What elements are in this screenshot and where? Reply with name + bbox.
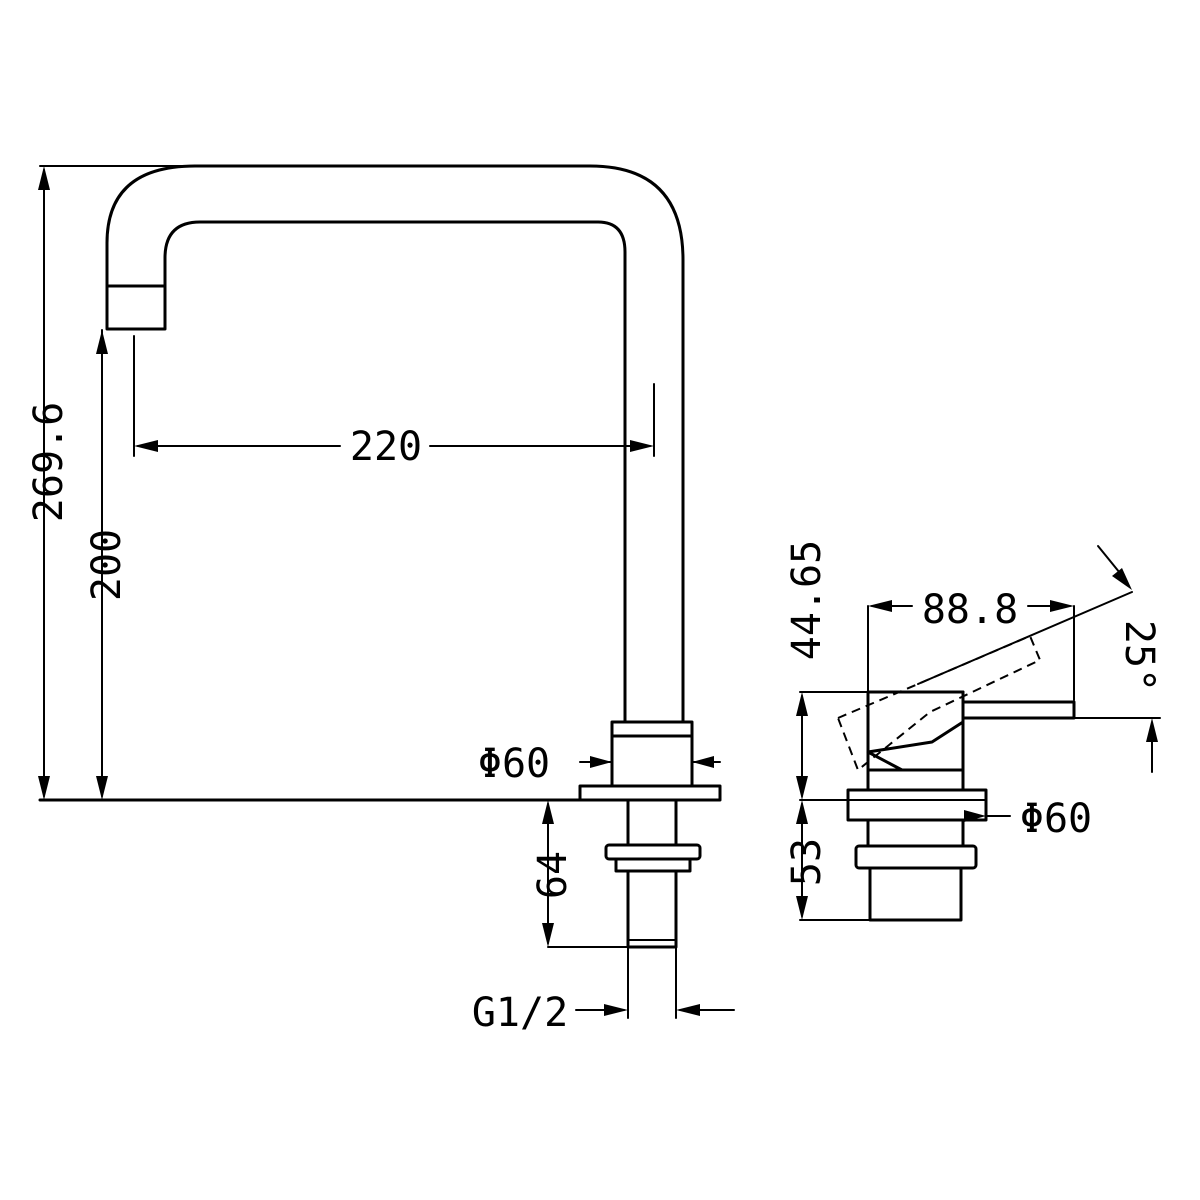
body-upper (610, 734, 694, 788)
dimension-base-diameter-front: Φ60 (478, 741, 721, 787)
mounting-nut (604, 843, 702, 861)
base-plate (578, 784, 722, 802)
lower-shank (626, 869, 678, 949)
front-view (38, 164, 722, 949)
base-diameter-side-label: Φ60 (1020, 796, 1092, 842)
side-base-collar (866, 768, 965, 792)
spout-aerator (105, 284, 167, 331)
shank-length-label: 64 (530, 851, 576, 899)
side-shank-length-label: 53 (784, 838, 830, 886)
spout-inner-outline (163, 220, 627, 724)
mounting-washer (614, 857, 692, 873)
base-diameter-front-label: Φ60 (478, 741, 550, 787)
spout-outer-outline (105, 164, 685, 724)
dimension-shank-length: 64 (530, 800, 629, 948)
dimension-base-diameter-side: Φ60 (799, 796, 1092, 842)
side-shank (866, 818, 965, 848)
side-nut (854, 844, 978, 870)
side-view (836, 634, 1076, 922)
spout-reach-label: 220 (350, 424, 422, 470)
side-lower-body (868, 866, 963, 922)
total-height-label: 269.6 (26, 402, 72, 522)
dimension-lever-angle: 25° (917, 545, 1162, 773)
spout-height-label: 200 (84, 529, 130, 601)
thread-label: G1/2 (472, 990, 568, 1036)
dimension-lever-length: 88.8 (867, 587, 1075, 701)
dimension-spout-reach: 220 (133, 335, 655, 470)
dimension-spout-height: 200 (84, 329, 130, 800)
dimension-thread: G1/2 (472, 946, 735, 1036)
lever-angle-label: 25° (1116, 620, 1162, 692)
lever-height-label: 44.65 (784, 540, 830, 660)
body-collar (610, 720, 694, 738)
dimension-total-height: 269.6 (26, 165, 196, 800)
dimension-side-shank-length: 53 (784, 800, 871, 921)
dimension-lever-height: 44.65 (784, 540, 869, 800)
lever-length-label: 88.8 (922, 587, 1018, 633)
